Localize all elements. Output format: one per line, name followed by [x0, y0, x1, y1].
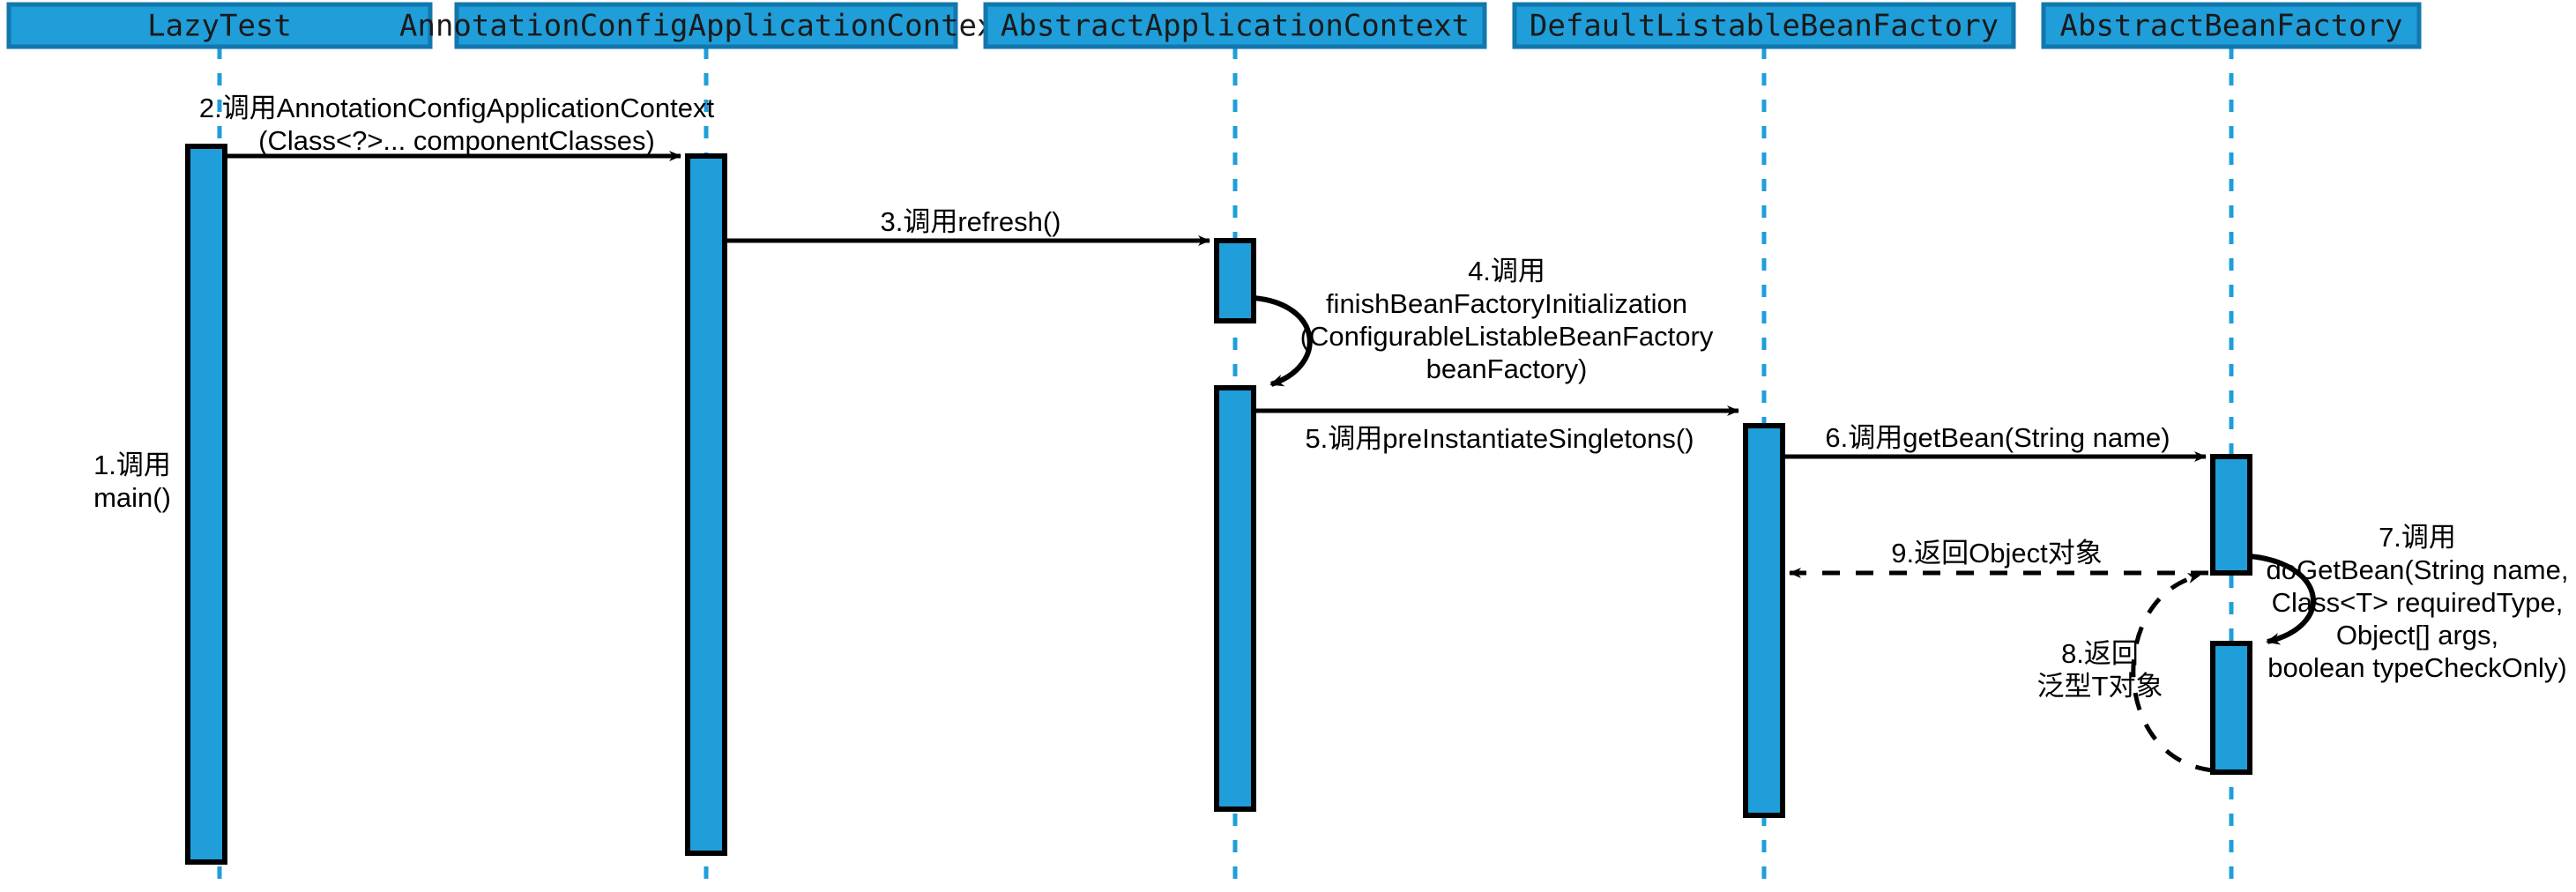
message-label-2-annotation-config-application-context: 2.调用AnnotationConfigApplicationContext (… [199, 93, 715, 156]
participant-label-lazytest: LazyTest [147, 9, 292, 44]
self-message-curves [1253, 295, 2316, 773]
message-label-3-line-1: 3.调用refresh() [881, 206, 1061, 237]
participant-box-annotationconfigapplicationcontext[interactable] [454, 2, 958, 49]
message-label-2-line-1: 2.调用AnnotationConfigApplicationContext [199, 93, 715, 123]
message-arrow-8-return-generic-t[interactable] [2131, 573, 2214, 773]
participant-defaultlistablebeanfactory[interactable]: DefaultListableBeanFactory [1512, 2, 2016, 49]
participant-label-abstractapplicationcontext: AbstractApplicationContext [1001, 9, 1470, 44]
activation-bar-annotationconfigapplicationcontext[interactable] [685, 153, 727, 856]
message-label-6-line-1: 6.调用getBean(String name) [1825, 422, 2170, 453]
message-label-1-line-2: main() [93, 482, 171, 513]
message-label-9-line-1: 9.返回Object对象 [1891, 538, 2102, 569]
participant-label-abstractbeanfactory: AbstractBeanFactory [2060, 9, 2403, 44]
message-label-1-line-1: 1.调用 [93, 450, 171, 480]
activation-bars [185, 144, 2252, 865]
participant-headers: LazyTest AnnotationConfigApplicationCont… [6, 2, 2422, 49]
message-label-8-line-2: 泛型T对象 [2037, 671, 2163, 702]
participant-abstractbeanfactory[interactable]: AbstractBeanFactory [2041, 2, 2422, 49]
message-label-4-line-2: finishBeanFactoryInitialization [1326, 288, 1687, 319]
message-label-9-return-object: 9.返回Object对象 [1891, 538, 2102, 569]
message-label-4-line-4: beanFactory) [1426, 353, 1588, 384]
activation-bar-abstractapplicationcontext-1[interactable] [1214, 238, 1256, 323]
message-label-7-line-2: doGetBean(String name, [2267, 554, 2569, 585]
participant-label-defaultlistablebeanfactory: DefaultListableBeanFactory [1530, 9, 1999, 44]
message-label-7-do-get-bean: 7.调用 doGetBean(String name, Class<T> req… [2267, 522, 2569, 683]
message-label-7-line-5: boolean typeCheckOnly) [2267, 652, 2566, 683]
participant-label-annotationconfigapplicationcontext: AnnotationConfigApplicationContext [399, 9, 1013, 44]
participant-box-lazytest[interactable] [6, 2, 433, 49]
participant-box-abstractapplicationcontext[interactable] [983, 2, 1487, 49]
message-label-7-line-4: Object[] args, [2336, 620, 2498, 650]
message-label-2-line-2: (Class<?>... componentClasses) [258, 125, 655, 156]
activation-bar-abstractapplicationcontext-2[interactable] [1214, 385, 1256, 812]
activation-bar-abstractbeanfactory-2[interactable] [2210, 641, 2252, 775]
message-labels: 1.调用 main() 2.调用AnnotationConfigApplicat… [93, 93, 2568, 702]
participant-lazytest[interactable]: LazyTest [6, 2, 433, 49]
message-label-8-line-1: 8.返回 [2061, 638, 2139, 669]
message-label-3-refresh: 3.调用refresh() [881, 206, 1061, 237]
message-label-7-line-3: Class<T> requiredType, [2272, 587, 2564, 618]
message-label-1-call-main: 1.调用 main() [93, 450, 171, 513]
message-lines [225, 151, 2208, 578]
participant-box-defaultlistablebeanfactory[interactable] [1512, 2, 2016, 49]
participant-annotationconfigapplicationcontext[interactable]: AnnotationConfigApplicationContext [399, 2, 1013, 49]
message-label-6-get-bean: 6.调用getBean(String name) [1825, 422, 2170, 453]
message-arrow-4-finish-bean-factory-initialization[interactable] [1253, 295, 1313, 387]
message-label-7-line-1: 7.调用 [2379, 522, 2456, 553]
message-arrow-7-do-get-bean[interactable] [2249, 554, 2316, 645]
message-label-4-line-3: (ConfigurableListableBeanFactory [1300, 321, 1714, 352]
message-label-4-line-1: 4.调用 [1468, 256, 1545, 286]
participant-abstractapplicationcontext[interactable]: AbstractApplicationContext [983, 2, 1487, 49]
message-label-8-return-generic-t: 8.返回 泛型T对象 [2037, 638, 2163, 702]
activation-bar-defaultlistablebeanfactory[interactable] [1743, 423, 1785, 818]
activation-bar-lazytest[interactable] [185, 144, 227, 865]
activation-bar-abstractbeanfactory-1[interactable] [2210, 454, 2252, 576]
message-label-5-pre-instantiate-singletons: 5.调用preInstantiateSingletons() [1305, 423, 1694, 454]
message-label-5-line-1: 5.调用preInstantiateSingletons() [1305, 423, 1694, 454]
participant-box-abstractbeanfactory[interactable] [2041, 2, 2422, 49]
message-label-4-finish-bean-factory-initialization: 4.调用 finishBeanFactoryInitialization (Co… [1300, 256, 1714, 384]
